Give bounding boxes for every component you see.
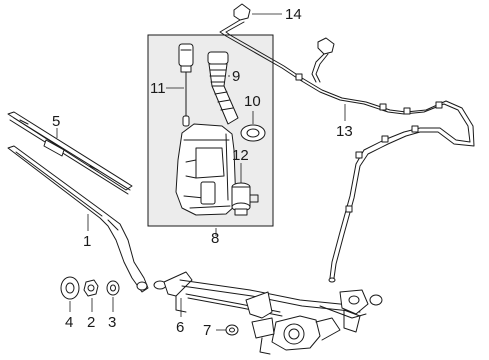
upper-nozzle <box>233 3 251 21</box>
callout-4: 4 <box>65 314 73 331</box>
cap-nut <box>60 276 80 300</box>
wiper-blade <box>7 111 133 195</box>
callout-11: 11 <box>150 80 166 97</box>
linkage-motor-assembly <box>153 271 383 355</box>
wiper-arm <box>7 145 149 293</box>
callout-10: 10 <box>244 93 261 110</box>
washer-hose-assembly <box>219 3 475 283</box>
filler-neck <box>207 51 239 125</box>
callout-9: 9 <box>232 68 240 85</box>
wiper-motor <box>251 315 341 355</box>
callout-2: 2 <box>87 314 95 331</box>
callout-5: 5 <box>52 113 60 130</box>
callout-7: 7 <box>203 322 211 339</box>
reservoir-tank <box>175 123 237 216</box>
level-sensor <box>178 43 194 127</box>
callout-1: 1 <box>83 233 91 250</box>
callout-8: 8 <box>211 230 219 247</box>
seal-ring <box>240 124 266 142</box>
callout-14: 14 <box>285 6 302 23</box>
callout-13: 13 <box>336 123 353 140</box>
callout-12: 12 <box>232 147 249 164</box>
reservoir-group <box>147 34 274 227</box>
callout-numbers: 1 5 4 2 3 6 7 8 9 10 11 12 13 14 <box>52 6 353 339</box>
washer <box>106 280 120 296</box>
lower-nozzle <box>317 37 335 55</box>
callout-3: 3 <box>108 314 116 331</box>
nut <box>83 279 99 297</box>
bolt <box>225 324 239 336</box>
callout-6: 6 <box>176 319 184 336</box>
washer-pump <box>231 182 259 216</box>
leader-lines <box>56 13 346 331</box>
